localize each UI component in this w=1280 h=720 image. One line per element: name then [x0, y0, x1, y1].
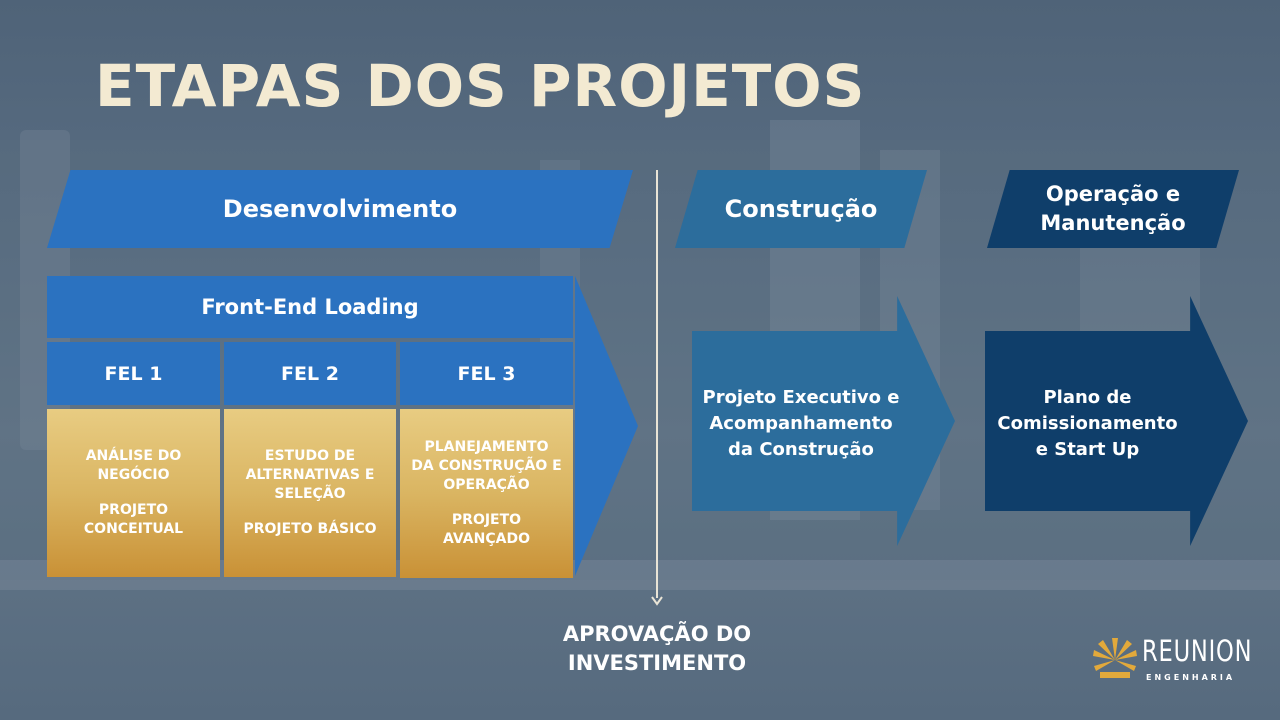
fel-1-body: ANÁLISE DO NEGÓCIO PROJETO CONCEITUAL: [47, 409, 220, 577]
construction-arrow: [692, 296, 955, 546]
fel-2-stage-1: ESTUDO DE ALTERNATIVAS E SELEÇÃO: [245, 448, 375, 502]
fel-header: Front-End Loading: [47, 276, 573, 338]
logo-name: REUNION: [1142, 634, 1253, 668]
reunion-logo: REUNION ENGENHARIA: [1092, 634, 1253, 686]
fel-column-2: FEL 2 ESTUDO DE ALTERNATIVAS E SELEÇÃO P…: [224, 342, 396, 577]
investment-approval-label: APROVAÇÃO DO INVESTIMENTO: [562, 622, 752, 675]
fel-3-stage-2: PROJETO AVANÇADO: [443, 512, 530, 547]
fel-1-label: FEL 1: [47, 342, 220, 405]
fel-2-label: FEL 2: [224, 342, 396, 405]
operation-arrow-text: Plano de Comissionamento e Start Up: [997, 387, 1178, 460]
fel-2-stage-2: PROJETO BÁSICO: [243, 521, 377, 537]
construction-arrow-text: Projeto Executivo e Acompanhamento da Co…: [702, 387, 900, 460]
phase-label-construction: Construção: [724, 195, 878, 223]
operation-arrow: [985, 296, 1248, 546]
sunburst-logo-icon: [1093, 638, 1137, 678]
fel-1-stage-1: ANÁLISE DO NEGÓCIO: [85, 448, 182, 483]
fel-column-3: FEL 3 PLANEJAMENTO DA CONSTRUÇÃO E OPERA…: [400, 342, 573, 578]
fel-1-stage-2: PROJETO CONCEITUAL: [83, 502, 184, 537]
logo-subtitle: ENGENHARIA: [1146, 673, 1236, 682]
fel-3-stage-1: PLANEJAMENTO DA CONSTRUÇÃO E OPERAÇÃO: [411, 439, 562, 493]
page-title: ETAPAS DOS PROJETOS: [95, 52, 866, 120]
phase-label-development: Desenvolvimento: [222, 195, 458, 223]
investment-divider-line: [656, 170, 658, 598]
fel-column-1: FEL 1 ANÁLISE DO NEGÓCIO PROJETO CONCEIT…: [47, 342, 220, 577]
phase-label-operation: Operação e Manutenção: [1040, 181, 1186, 235]
fel-3-body: PLANEJAMENTO DA CONSTRUÇÃO E OPERAÇÃO PR…: [400, 409, 573, 578]
phase-banner-development: Desenvolvimento: [47, 170, 633, 248]
arrow-down-icon: [651, 596, 663, 606]
fel-header-label: Front-End Loading: [201, 295, 419, 319]
phase-banner-construction: Construção: [675, 170, 927, 248]
fel-3-label: FEL 3: [400, 342, 573, 405]
fel-2-body: ESTUDO DE ALTERNATIVAS E SELEÇÃO PROJETO…: [224, 409, 396, 577]
phase-banner-operation: Operação e Manutenção: [987, 170, 1239, 248]
